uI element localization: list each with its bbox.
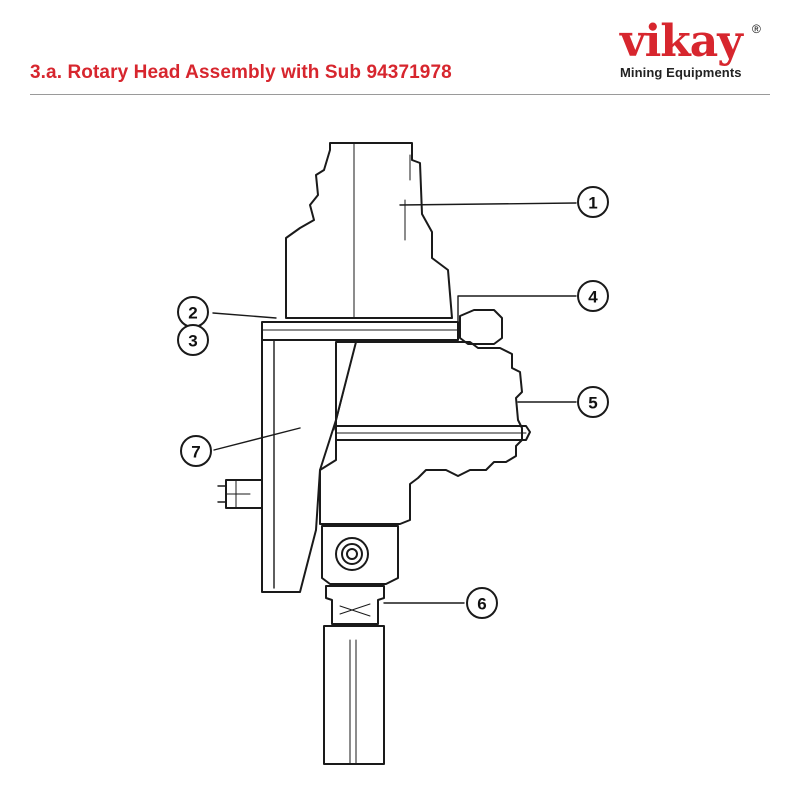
gearbox-housing [319, 341, 523, 525]
callout-label-1: 1 [588, 194, 597, 213]
spindle-block [321, 525, 399, 585]
leader-line-4 [457, 295, 577, 323]
leader-line-7 [213, 427, 301, 451]
mounting-plate [261, 321, 459, 341]
callout-circle-1 [577, 186, 609, 218]
logo-tagline: Mining Equipments [620, 65, 742, 80]
header-divider [30, 94, 770, 95]
callout-label-6: 6 [477, 595, 486, 614]
callout-label-4: 4 [588, 288, 598, 307]
callout-circle-3 [177, 324, 209, 356]
logo-wordmark: vikay [620, 16, 743, 67]
callout-circle-5 [577, 386, 609, 418]
brand-logo: vikay ® Mining Equipments [620, 18, 770, 88]
leader-line-1 [399, 202, 577, 206]
callout-label-2: 2 [188, 304, 197, 323]
callout-label-3: 3 [188, 332, 197, 351]
drill-pipe [323, 625, 385, 765]
callout-circle-6 [466, 587, 498, 619]
callout-label-7: 7 [191, 443, 200, 462]
motor-housing [285, 142, 453, 319]
registered-mark: ® [752, 22, 761, 36]
cap-block [459, 309, 503, 345]
leader-line-2 [212, 312, 277, 319]
callout-label-5: 5 [588, 394, 597, 413]
callout-circle-7 [180, 435, 212, 467]
callout-circle-4 [577, 280, 609, 312]
page-title: 3.a. Rotary Head Assembly with Sub 94371… [30, 62, 452, 83]
gearbox-shaft [335, 425, 531, 441]
side-pin [225, 479, 263, 509]
sub-collar [325, 585, 385, 625]
